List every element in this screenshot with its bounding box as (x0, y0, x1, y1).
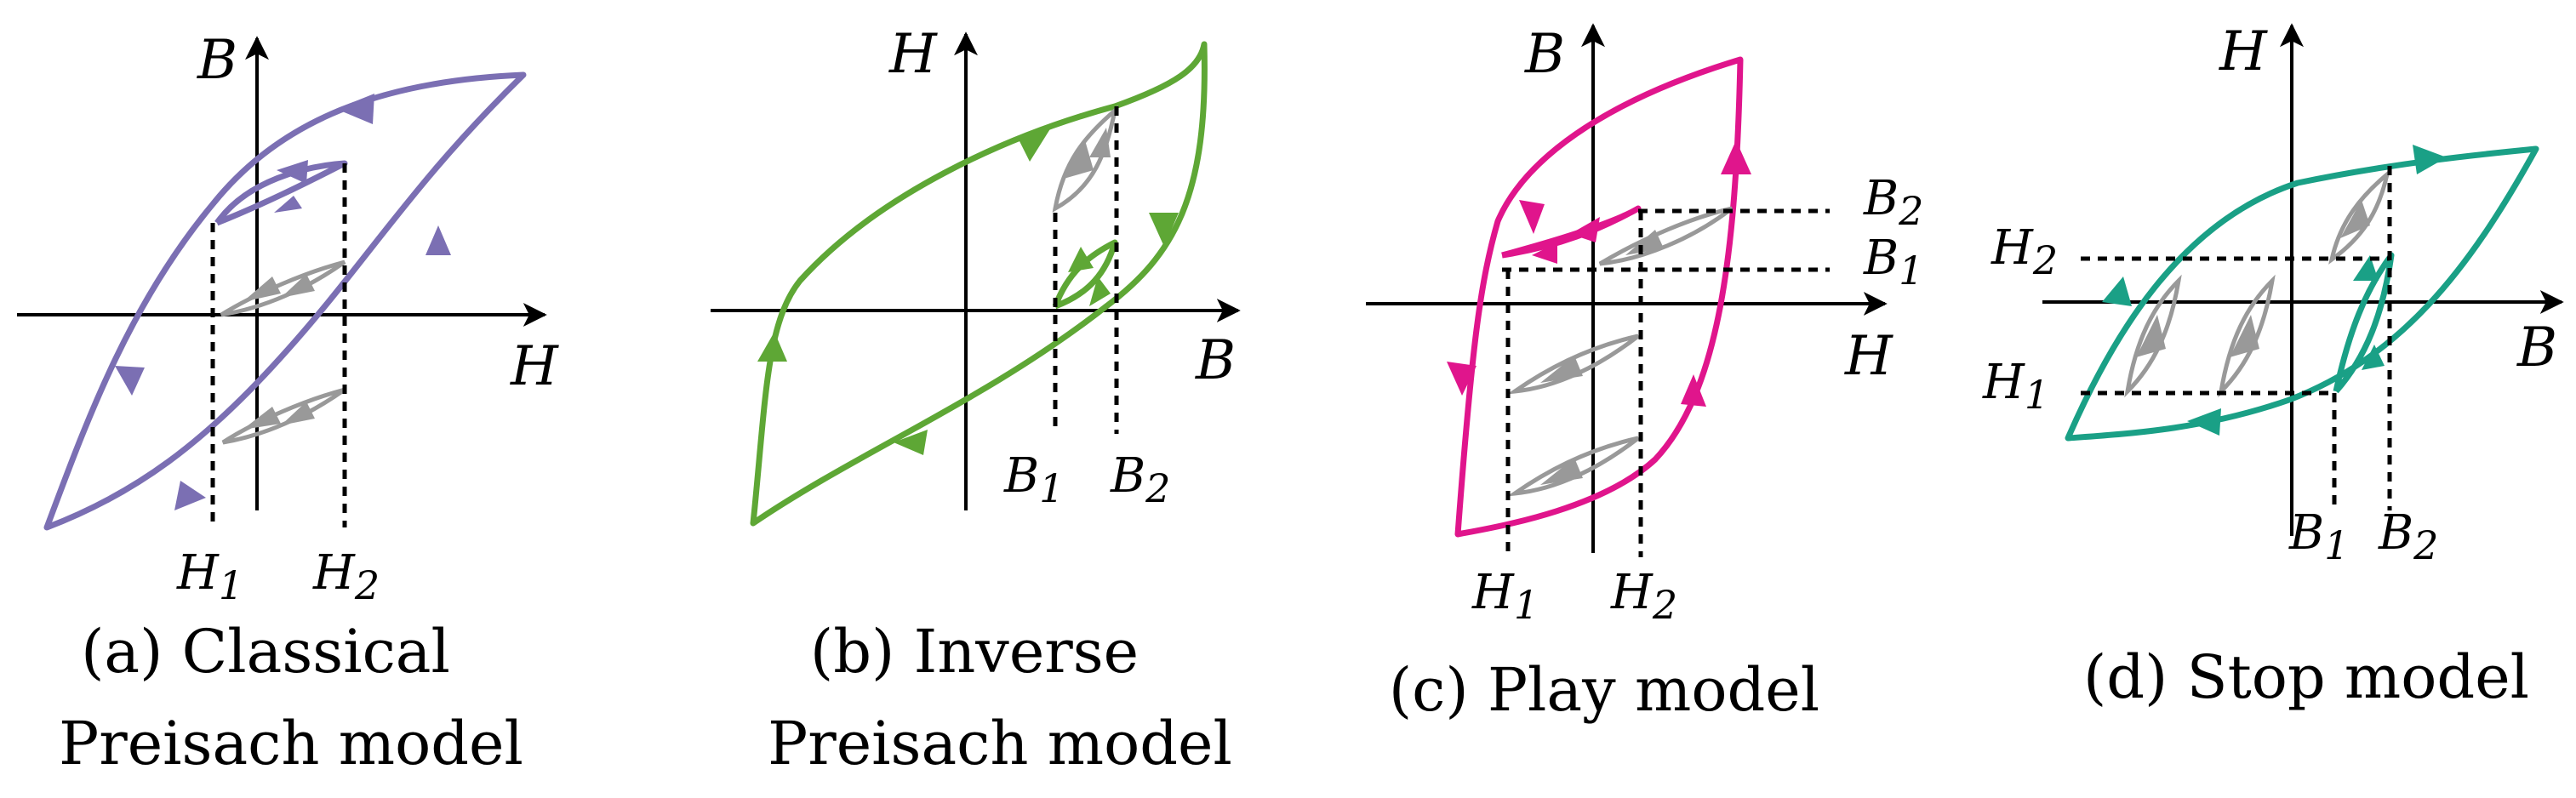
panel-c-caption: (c) Play model (1389, 655, 1819, 725)
panel-c-x-axis-label: H (1844, 325, 1893, 388)
panel-d-arrow-top (2413, 145, 2447, 174)
panel-a-arrow-descend-top (336, 94, 374, 124)
panel-d-h1-label: H1 (1982, 355, 2049, 418)
panel-d-b1-label: B1 (2288, 505, 2349, 568)
panel-b-arrow-left-up (757, 332, 787, 362)
panel-d-minor-loops (2124, 168, 2391, 398)
panel-c-play-model: B H B2 B1 H1 H2 (c) Play model (1366, 23, 1923, 725)
panel-d-b2-label: B2 (2378, 505, 2438, 568)
panel-b-caption-line1: (b) Inverse (810, 617, 1139, 687)
panel-b-arrow-bottom (894, 430, 928, 455)
panel-b-x-axis-label: B (1195, 329, 1236, 392)
panel-b-arrow-right-down (1149, 213, 1179, 247)
panel-d-y-axis-label: H (2219, 20, 2268, 83)
panel-b-arrow-inner-1 (1068, 247, 1094, 272)
panel-b-b2-label: B2 (1110, 448, 1170, 511)
panel-a-arrow-descend-left (115, 366, 145, 396)
panel-a-major-loop (43, 71, 527, 531)
panel-b-caption-line2: Preisach model (768, 709, 1232, 778)
panel-d-h2-label: H2 (1991, 220, 2058, 283)
panel-b-major-loop (750, 41, 1208, 527)
panel-d-arrow-left-up (2102, 276, 2132, 306)
panel-b-b1-label: B1 (1003, 448, 1064, 511)
panel-a-caption-line2: Preisach model (59, 709, 523, 778)
panel-d-arrow-inner-1 (2353, 255, 2379, 281)
panel-a-h1-label: H1 (176, 545, 243, 608)
panel-b-inner-loop (1052, 239, 1118, 310)
panel-c-inner-loop (1501, 205, 1642, 259)
panel-b-arrow-inner-2 (1089, 276, 1111, 306)
panel-a-minor-loops (220, 259, 346, 445)
panel-c-y-axis-label: B (1524, 23, 1565, 86)
panel-c-arrow-inner-1 (1570, 217, 1600, 242)
panel-c-arrow-inner-2 (1532, 242, 1557, 264)
panel-c-h2-label: H2 (1610, 565, 1677, 628)
panel-a-arrow-ascend-bottom (174, 481, 206, 510)
panel-d-arrow-bottom (2187, 408, 2221, 436)
panel-c-arrow-left-down (1519, 200, 1545, 234)
panel-b-minor-loops (1052, 105, 1118, 213)
panel-a-classical-preisach: B H H1 H2 (a) Classical Preisach model (17, 29, 559, 778)
panel-a-arrow-inner (277, 160, 308, 184)
panel-c-arrow-left-bottom (1447, 362, 1476, 396)
panel-c-arrow-right-up (1721, 140, 1751, 174)
panel-a-caption-line1: (a) Classical (81, 617, 450, 687)
panel-c-b1-label: B1 (1863, 231, 1923, 294)
panel-c-major-loop (1454, 56, 1744, 538)
panel-d-arrow-inner-2 (2362, 345, 2385, 370)
panel-a-h2-label: H2 (312, 545, 380, 608)
panel-c-arrow-right-bottom (1681, 374, 1706, 407)
panel-b-y-axis-label: H (888, 23, 938, 86)
panel-d-x-axis-label: B (2516, 316, 2557, 379)
panel-c-h1-label: H1 (1471, 565, 1539, 628)
panel-c-b2-label: B2 (1863, 171, 1923, 234)
panel-d-caption: (d) Stop model (2083, 642, 2529, 712)
panel-c-minor-loops (1506, 206, 1734, 497)
panel-b-arrow-top (1017, 128, 1051, 162)
panel-a-arrow-ascend-right (426, 225, 451, 255)
panel-a-inner-loop (214, 160, 348, 226)
panel-d-major-loop (2065, 145, 2539, 442)
panel-d-stop-model: H B H2 H1 B1 B2 (d) Stop model (1982, 20, 2564, 712)
panel-a-x-axis-label: H (510, 335, 559, 398)
panel-b-inverse-preisach: H B B1 B2 (b) Inverse Preisach model (711, 23, 1241, 778)
panel-a-arrow-inner-2 (274, 196, 302, 213)
panel-a-y-axis-label: B (197, 29, 237, 92)
